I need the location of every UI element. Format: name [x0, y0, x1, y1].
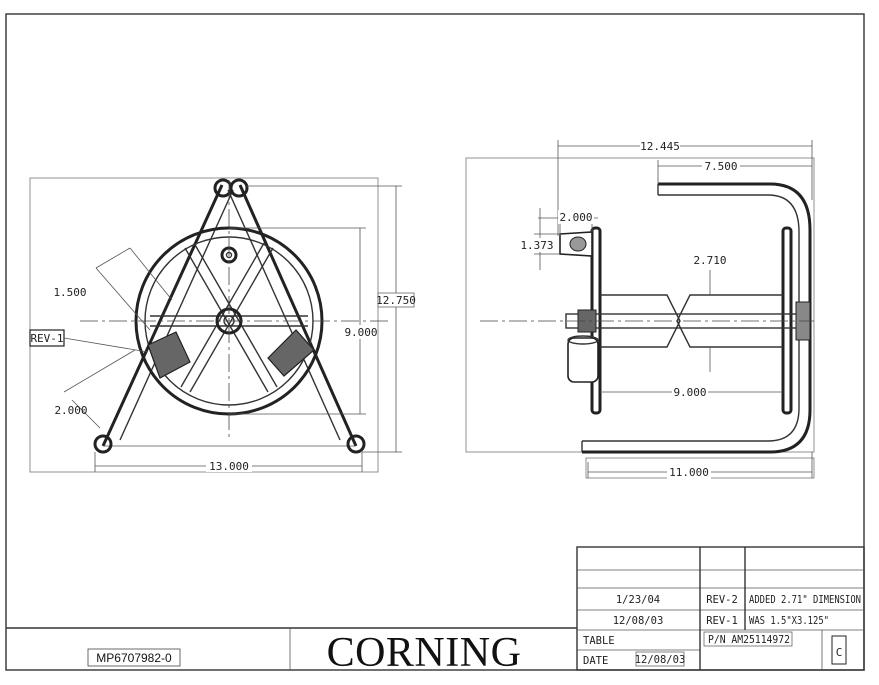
clamp-right — [267, 329, 315, 377]
drawing-number: MP6707982-0 — [96, 651, 172, 665]
frame-inner — [582, 194, 800, 442]
part-number: P/N AM25114972 — [708, 634, 790, 646]
right-foot — [346, 434, 366, 454]
top-pivot-right — [229, 178, 249, 198]
rev-tag: REV-1 — [30, 332, 63, 345]
rev-tag-leader — [63, 337, 149, 353]
clamp-left — [147, 331, 191, 379]
dim-hub-len: 2.000 — [559, 211, 592, 224]
rev2-date: 1/23/04 — [616, 594, 660, 606]
canister — [567, 337, 599, 383]
crank-knob-cap — [569, 236, 587, 252]
dim-drum: 2.710 — [693, 254, 726, 267]
front-view: 13.000 12.750 9.000 1.500 2.000 REV-1 — [29, 177, 416, 473]
dim-spool-len: 9.000 — [673, 386, 706, 399]
front-view-frame — [29, 177, 379, 473]
rev1-desc: WAS 1.5"X3.125" — [749, 615, 829, 627]
left-foot — [93, 434, 113, 454]
footer-block: MP6707982-0 CORNING — [6, 627, 577, 676]
dim-spool: 9.000 — [344, 326, 377, 339]
dim-base: 11.000 — [669, 466, 709, 479]
left-leg-inner — [119, 189, 234, 441]
dim-leader-radius — [95, 267, 151, 331]
rev-letter: C — [836, 646, 843, 659]
side-view-frame — [465, 157, 815, 453]
rev1-label: REV-1 — [706, 615, 738, 627]
drum-left — [600, 294, 681, 348]
date-value: 12/08/03 — [635, 654, 686, 666]
company-logo: CORNING — [327, 630, 522, 676]
flange-right — [781, 226, 793, 415]
side-view: 12.445 7.500 2.000 1.373 2.710 9.000 11. — [465, 139, 815, 479]
table-label: TABLE — [583, 635, 615, 647]
right-leg-inner — [227, 189, 341, 441]
dim-handle: 7.500 — [704, 160, 737, 173]
rev2-label: REV-2 — [706, 594, 738, 606]
dim-radius: 1.500 — [53, 286, 86, 299]
dim-width: 13.000 — [209, 460, 249, 473]
dim-height: 12.750 — [376, 294, 416, 307]
date-label: DATE — [583, 655, 608, 667]
dim-hub-dia: 1.373 — [520, 239, 553, 252]
dim-overall: 12.445 — [640, 140, 680, 153]
sheet-border — [5, 13, 865, 671]
rev1-date: 12/08/03 — [613, 615, 664, 627]
dim-leader-leg — [63, 349, 136, 393]
revision-block: 1/23/04 REV-2 ADDED 2.71" DIMENSION 12/0… — [576, 546, 865, 671]
frame-outer — [582, 182, 812, 454]
dim-leg: 2.000 — [54, 404, 87, 417]
rev2-desc: ADDED 2.71" DIMENSION — [749, 594, 861, 606]
